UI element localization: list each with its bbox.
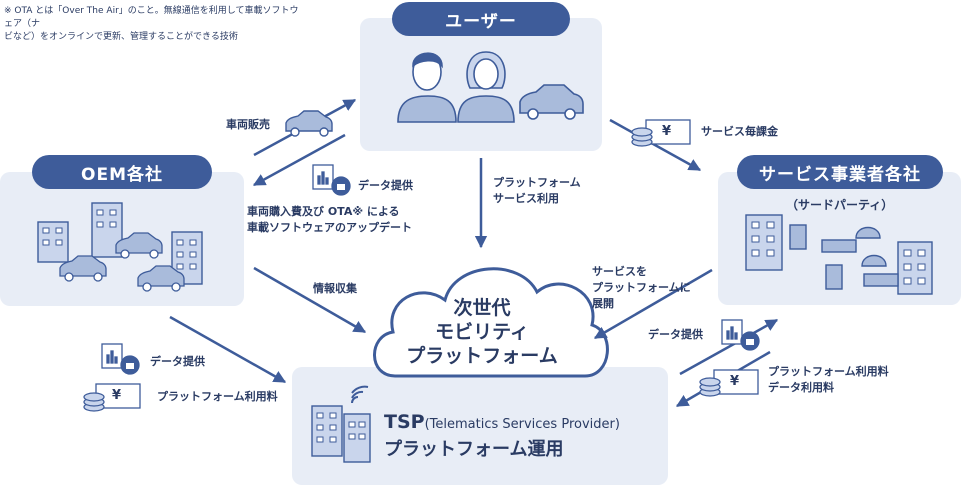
service-buildings-icon: [745, 214, 933, 295]
label-data-provide-top: データ提供: [358, 179, 413, 192]
label-deploy-line3: 展開: [592, 297, 614, 310]
label-platform-use: プラットフォーム サービス利用: [493, 175, 581, 207]
user-people-icon: [397, 51, 515, 123]
label-platform-fee-left: プラットフォーム利用料: [157, 390, 278, 403]
ota-footnote-line1: ※ OTA とは「Over The Air」のこと。無線通信を利用して車載ソフト…: [4, 6, 299, 29]
label-ota-update: 車両購入費及び OTA※ による 車載ソフトウェアのアップデート: [247, 204, 412, 236]
cloud-label-line1: 次世代: [453, 297, 511, 319]
tsp-label-sub: (Telematics Services Provider): [424, 417, 620, 432]
data-document-lock-icon-top: [312, 164, 351, 196]
service-charger-icon: [789, 224, 843, 290]
tsp-label-main: TSP: [384, 411, 425, 433]
label-deploy: サービスを プラットフォームに 展開: [592, 264, 691, 312]
coins-bill-icon-service-fee: [631, 119, 691, 147]
sales-car-icon: [285, 110, 333, 137]
tsp-label-line2: プラットフォーム運用: [384, 439, 564, 460]
label-vehicle-sales: 車両販売: [226, 118, 270, 131]
coins-bill-icon-right: [699, 369, 759, 397]
user-title: ユーザー: [392, 2, 570, 36]
oem-title: OEM各社: [32, 155, 212, 189]
label-ota-update-line1: 車両購入費及び OTA※ による: [247, 205, 400, 218]
label-service-fee: サービス毎課金: [701, 125, 778, 138]
label-platform-use-line2: サービス利用: [493, 192, 559, 205]
arrow-data-to-service: [679, 318, 779, 376]
ota-footnote-line2: ビなど）をオンラインで更新、管理することができる技術: [4, 32, 238, 42]
oem-buildings-icon: [37, 202, 203, 285]
arrow-info-collect: [253, 266, 367, 334]
label-ota-update-line2: 車載ソフトウェアのアップデート: [247, 221, 412, 234]
user-car-icon: [519, 84, 584, 120]
wifi-icon: [351, 385, 369, 404]
label-data-provide-left: データ提供: [150, 355, 205, 368]
service-title: サービス事業者各社: [737, 155, 943, 189]
label-deploy-line2: プラットフォームに: [592, 281, 691, 294]
tsp-label: TSP(Telematics Services Provider) プラットフォ…: [384, 411, 620, 461]
yen-glyph-right: ¥: [730, 374, 740, 389]
data-document-lock-icon-right: [721, 319, 760, 351]
service-subtitle: （サードパーティ）: [786, 198, 894, 212]
label-platform-use-line1: プラットフォーム: [493, 176, 581, 189]
service-bed-icon: [821, 239, 899, 287]
arrow-oem-to-tsp: [169, 315, 287, 384]
coins-bill-icon-left: [83, 383, 141, 412]
arrow-deploy: [593, 268, 713, 340]
label-deploy-line1: サービスを: [592, 265, 647, 278]
service-cloche-icon: [855, 226, 887, 267]
label-platform-fee-right-line1: プラットフォーム利用料: [768, 365, 889, 378]
oem-cars-icon: [59, 232, 185, 292]
yen-glyph-service: ¥: [662, 124, 672, 139]
yen-glyph-left: ¥: [112, 388, 122, 403]
arrow-service-fee: [609, 118, 702, 172]
label-platform-fee-right: プラットフォーム利用料 データ利用料: [768, 364, 889, 396]
ota-footnote: ※ OTA とは「Over The Air」のこと。無線通信を利用して車載ソフト…: [4, 5, 304, 44]
cloud-label: 次世代 モビリティ プラットフォーム: [402, 296, 562, 368]
label-data-provide-right: データ提供: [648, 328, 703, 341]
cloud-label-line2: モビリティ: [435, 321, 529, 343]
arrow-ota-update: [252, 133, 346, 187]
tsp-buildings-icon: [311, 405, 371, 463]
data-document-lock-icon-left: [101, 343, 140, 375]
label-info-collect: 情報収集: [313, 282, 357, 295]
cloud-label-line3: プラットフォーム: [406, 345, 558, 367]
label-data-fee-right: データ利用料: [768, 381, 834, 394]
